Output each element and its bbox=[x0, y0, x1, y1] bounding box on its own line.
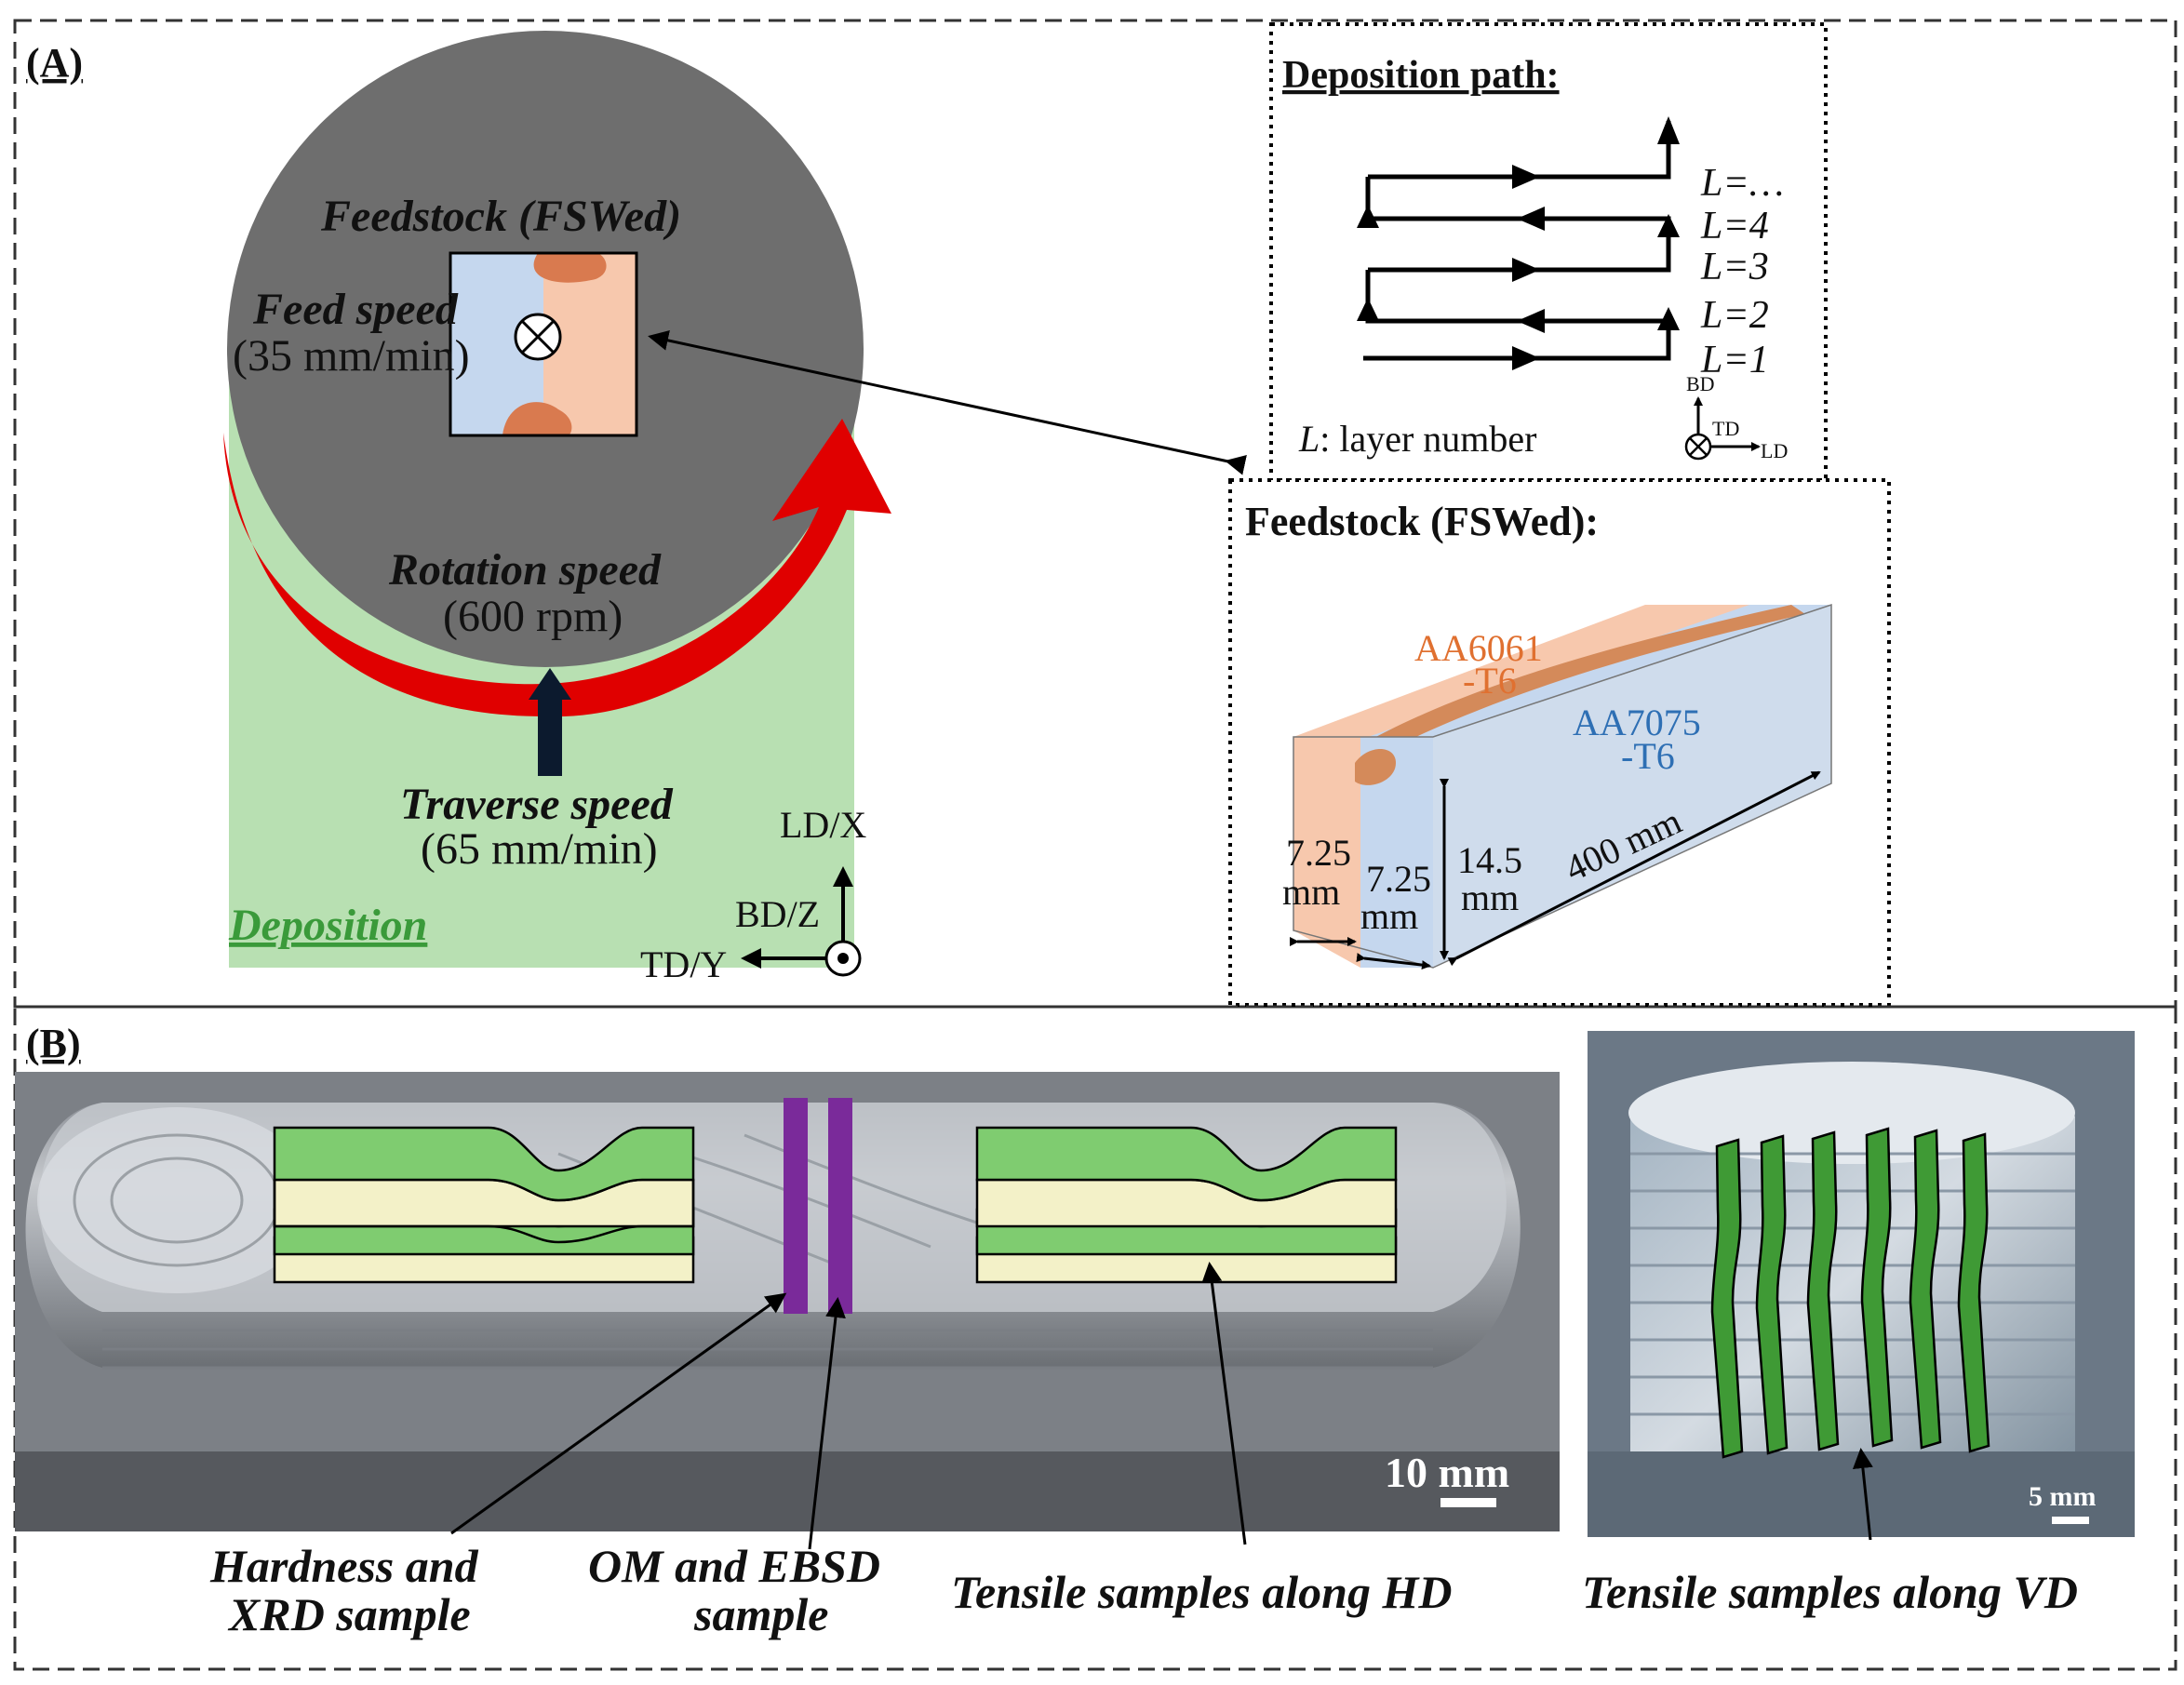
layer-label-4: L=4 bbox=[1700, 205, 1769, 247]
path-axes bbox=[1684, 396, 1761, 461]
layer-legend: L: layer number bbox=[1298, 418, 1537, 460]
dim-width-1: 7.25 bbox=[1286, 832, 1351, 874]
dim-width-1-unit: mm bbox=[1282, 871, 1340, 913]
aa6061-name: AA6061 bbox=[1414, 627, 1543, 669]
axis-td-y: TD/Y bbox=[640, 943, 727, 985]
deposition-path-title: Deposition path: bbox=[1282, 54, 1560, 97]
rotation-arrow bbox=[223, 419, 891, 717]
scale-bar-vd-label: 5 mm bbox=[2029, 1481, 2096, 1512]
om-ebsd-label-2: sample bbox=[693, 1588, 828, 1640]
path-axis-bd: BD bbox=[1686, 372, 1715, 395]
aa7075-temper: -T6 bbox=[1621, 735, 1675, 777]
panel-a-label: (A) bbox=[26, 40, 83, 86]
callout-arrow bbox=[648, 330, 1247, 475]
path-axis-td: TD bbox=[1712, 417, 1739, 440]
deposition-path-inset bbox=[1269, 22, 1828, 482]
om-ebsd-label-1: OM and EBSD bbox=[588, 1540, 880, 1592]
feedstock-inset-title: Feedstock (FSWed): bbox=[1245, 499, 1599, 544]
panel-b-label: (B) bbox=[26, 1021, 81, 1066]
into-page-symbol bbox=[514, 313, 562, 361]
layer-label-2: L=2 bbox=[1700, 294, 1769, 337]
layer-label-n: L=… bbox=[1700, 162, 1784, 205]
hardness-xrd-label-1: Hardness and bbox=[209, 1540, 479, 1592]
traverse-speed-label: Traverse speed bbox=[400, 780, 674, 829]
dim-height-unit: mm bbox=[1461, 876, 1519, 918]
hardness-xrd-label-2: XRD sample bbox=[227, 1588, 471, 1640]
aa6061-temper: -T6 bbox=[1463, 660, 1517, 702]
feedstock-label: Feedstock (FSWed) bbox=[320, 192, 681, 241]
path-direction-arrows bbox=[1357, 116, 1680, 370]
tensile-specimens-vd bbox=[1710, 1127, 1990, 1459]
leader-arrows bbox=[450, 1262, 1873, 1550]
scale-bar-hd-label: 10 mm bbox=[1385, 1449, 1509, 1496]
traverse-arrow bbox=[529, 668, 571, 776]
feed-speed-label: Feed speed bbox=[252, 285, 459, 334]
tensile-specimen-hd-right bbox=[975, 1126, 1398, 1284]
tensile-vd-label: Tensile samples along VD bbox=[1582, 1566, 2078, 1618]
dim-width-2: 7.25 bbox=[1366, 858, 1431, 900]
weld-nugget-bottom bbox=[502, 402, 572, 435]
feed-speed-value: (35 mm/min) bbox=[233, 331, 470, 381]
layer-label-1: L=1 bbox=[1700, 339, 1769, 381]
rotation-speed-label: Rotation speed bbox=[388, 545, 662, 595]
weld-nugget-top bbox=[533, 253, 607, 283]
main-axes bbox=[741, 866, 862, 977]
layer-label-3: L=3 bbox=[1700, 246, 1769, 288]
rotation-speed-value: (600 rpm) bbox=[443, 592, 623, 641]
dim-width-2-unit: mm bbox=[1360, 895, 1418, 937]
axis-ld-x: LD/X bbox=[780, 804, 866, 846]
slice-om-ebsd bbox=[828, 1098, 852, 1314]
deposition-label: Deposition bbox=[228, 901, 427, 950]
path-axis-ld: LD bbox=[1761, 439, 1788, 462]
tensile-hd-label: Tensile samples along HD bbox=[951, 1566, 1452, 1618]
traverse-speed-value: (65 mm/min) bbox=[421, 824, 658, 874]
scale-bar-vd bbox=[2052, 1517, 2089, 1524]
aa7075-name: AA7075 bbox=[1573, 702, 1701, 743]
scale-bar-hd bbox=[1440, 1498, 1496, 1507]
feedstock-square-outline bbox=[449, 251, 638, 437]
tensile-specimen-hd-left bbox=[273, 1126, 695, 1284]
dim-height: 14.5 bbox=[1457, 839, 1522, 881]
dimension-arrows bbox=[1290, 770, 1821, 970]
slice-hardness-xrd bbox=[784, 1098, 808, 1314]
axis-bd-z: BD/Z bbox=[735, 893, 820, 935]
deposit-photo-vd bbox=[1588, 1031, 2135, 1537]
